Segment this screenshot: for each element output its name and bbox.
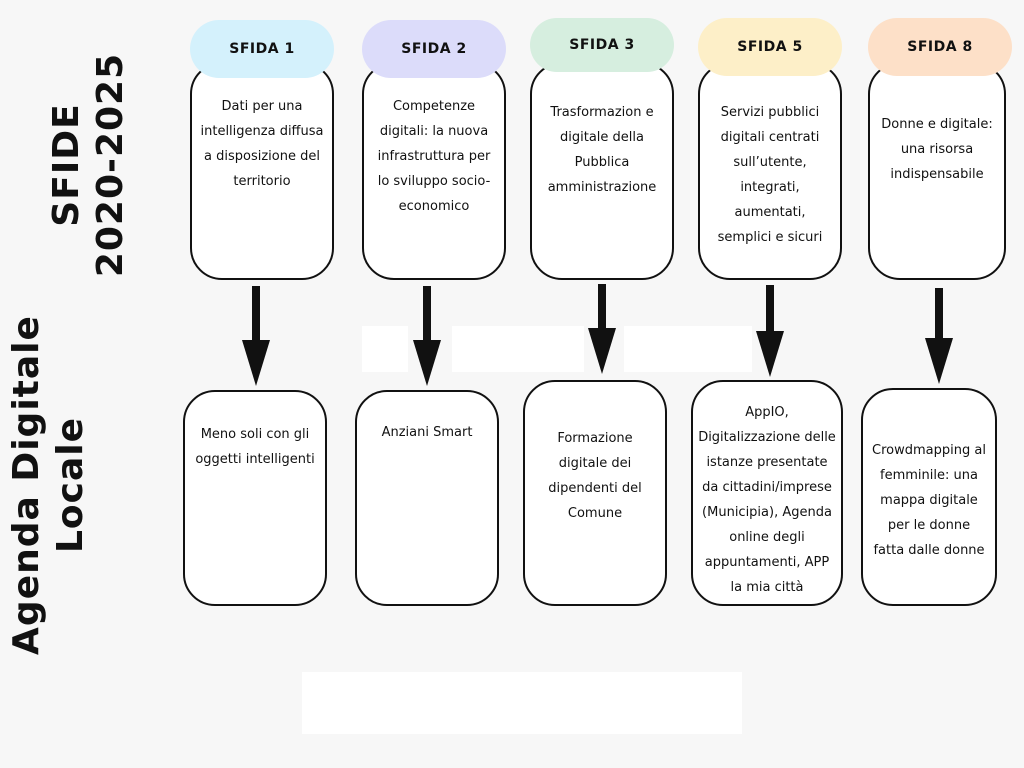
arrow-down-icon [588,284,616,374]
challenge-8-card: Donne e digitale: una risorsa indispensa… [868,62,1006,280]
challenge-3-title: SFIDA 3 [569,37,635,53]
challenge-3-pill: SFIDA 3 [530,18,674,72]
action-5-text: AppIO, Digitalizzazione delle istanze pr… [698,405,836,595]
blank-box [362,326,408,372]
action-2-text: Anziani Smart [381,425,473,440]
sfide-label: SFIDE 2020-2025 [45,35,135,295]
challenge-5-title: SFIDA 5 [737,39,803,55]
sfide-label-line2: 2020-2025 [90,52,131,278]
arrow-down-icon [242,286,270,386]
challenge-1-pill: SFIDA 1 [190,20,334,78]
arrow-down-icon [756,285,784,379]
agenda-label: Agenda Digitale Locale [5,315,95,655]
challenge-3-text: Trasformazion e digitale della Pubblica … [547,105,657,195]
challenge-8-title: SFIDA 8 [907,39,973,55]
action-3-text: Formazione digitale dei dipendenti del C… [548,431,642,521]
agenda-label-line1: Agenda Digitale [6,315,47,655]
challenge-8-text: Donne e digitale: una risorsa indispensa… [881,117,993,182]
action-1-card: Meno soli con gli oggetti intelligenti [183,390,327,606]
blank-box [624,326,752,372]
challenge-5-card: Servizi pubblici digitali centrati sull’… [698,62,842,280]
challenge-2-text: Competenze digitali: la nuova infrastrut… [377,99,491,214]
action-3-card: Formazione digitale dei dipendenti del C… [523,380,667,606]
blank-box [302,672,742,734]
challenge-2-pill: SFIDA 2 [362,20,506,78]
blank-box [452,326,584,372]
action-8-text: Crowdmapping al femminile: una mappa dig… [872,443,986,558]
challenge-1-text: Dati per una intelligenza diffusa a disp… [200,99,324,189]
challenge-1-title: SFIDA 1 [229,41,295,57]
challenge-1-card: Dati per una intelligenza diffusa a disp… [190,62,334,280]
challenge-3-card: Trasformazion e digitale della Pubblica … [530,62,674,280]
challenge-8-pill: SFIDA 8 [868,18,1012,76]
challenge-5-pill: SFIDA 5 [698,18,842,76]
action-8-card: Crowdmapping al femminile: una mappa dig… [861,388,997,606]
sfide-label-line1: SFIDE [46,103,87,227]
challenge-2-card: Competenze digitali: la nuova infrastrut… [362,62,506,280]
agenda-label-line2: Locale [50,416,91,554]
arrow-down-icon [925,288,953,386]
action-5-card: AppIO, Digitalizzazione delle istanze pr… [691,380,843,606]
action-2-card: Anziani Smart [355,390,499,606]
challenge-5-text: Servizi pubblici digitali centrati sull’… [717,105,823,245]
challenge-2-title: SFIDA 2 [401,41,467,57]
arrow-down-icon [413,286,441,386]
action-1-text: Meno soli con gli oggetti intelligenti [195,427,315,467]
